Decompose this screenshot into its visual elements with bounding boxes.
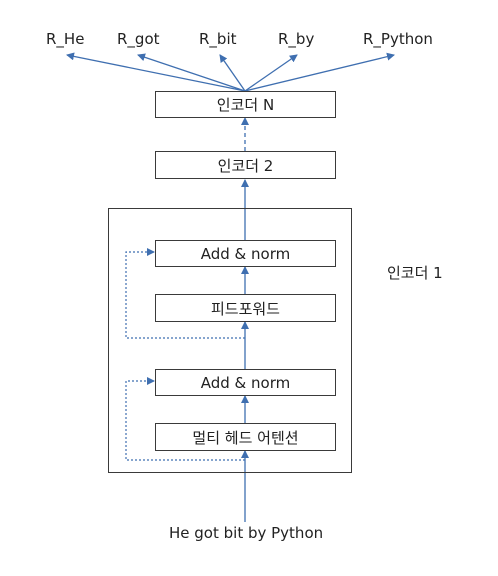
arrow-r-got — [137, 53, 246, 92]
residual-top — [125, 248, 245, 339]
add-norm-top-box: Add & norm — [155, 240, 336, 267]
input-sentence: He got bit by Python — [169, 524, 324, 542]
feed-forward-box: 피드포워드 — [155, 294, 336, 322]
multi-head-attention-box: 멀티 헤드 어텐션 — [155, 423, 336, 451]
output-r-he: R_He — [46, 30, 85, 48]
encoder-1-frame — [108, 208, 352, 473]
output-r-python: R_Python — [363, 30, 433, 48]
arrow-r-bit — [219, 54, 246, 92]
output-r-bit: R_bit — [199, 30, 237, 48]
output-r-got: R_got — [117, 30, 160, 48]
encoder-n-box: 인코더 N — [155, 91, 336, 118]
arrow-r-by — [244, 54, 298, 92]
output-arrows — [66, 52, 395, 92]
residual-bottom — [125, 377, 245, 461]
arrow-r-he — [66, 52, 246, 92]
encoder-1-label: 인코더 1 — [387, 264, 443, 282]
encoder-2-box: 인코더 2 — [155, 151, 336, 179]
output-r-by: R_by — [278, 30, 315, 48]
arrow-r-python — [244, 52, 395, 92]
add-norm-bottom-box: Add & norm — [155, 369, 336, 396]
